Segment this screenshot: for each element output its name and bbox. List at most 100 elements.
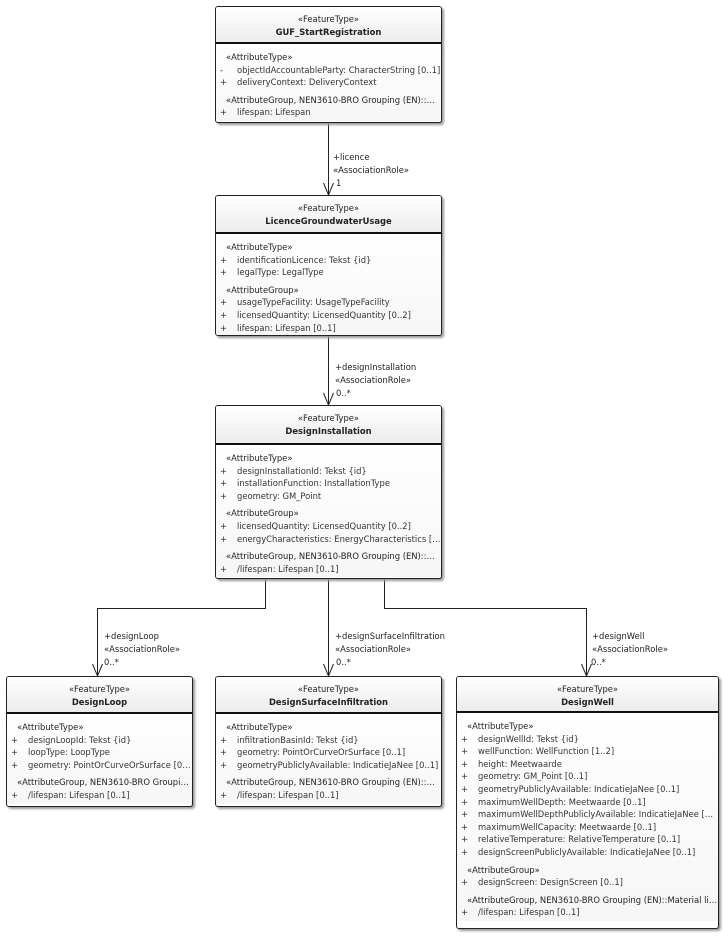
visibility-marker: + <box>220 107 228 118</box>
visibility-marker: + <box>220 465 228 476</box>
section-stereotype: «AttributeGroup» <box>226 284 299 295</box>
class-box[interactable]: «FeatureType» DesignLoop «AttributeType» +d… <box>6 676 193 807</box>
attribute-row[interactable]: +licensedQuantity: LicensedQuantity [0..… <box>216 520 441 533</box>
attribute-row[interactable]: + identificationLicence: Tekst {id} <box>216 254 441 267</box>
class-name: DesignInstallation <box>285 426 372 436</box>
attribute-row[interactable]: +installationFunction: InstallationType <box>216 477 441 490</box>
attribute-row[interactable]: +designWellId: Tekst {id} <box>457 733 718 746</box>
attribute-section: «AttributeType» +designWellId: Tekst {id}… <box>457 720 718 861</box>
attribute-row[interactable]: +usageTypeFacility: UsageTypeFacility <box>216 296 441 309</box>
attribute-text: geometry: GM_Point [0..1] <box>478 771 588 782</box>
attribute-section: «AttributeType»-objectIdAccountableParty… <box>216 51 441 91</box>
attribute-text: designInstallationId: Tekst {id} <box>237 465 367 476</box>
attribute-text: designScreenPubliclyAvailable: Indicatie… <box>478 846 696 857</box>
attribute-row[interactable]: +legalType: LegalType <box>216 266 441 279</box>
class-box[interactable]: «FeatureType»LicenceGroundwaterUsage«Att… <box>215 195 442 336</box>
assoc-multiplicity-label: 0..* <box>104 657 119 667</box>
attribute-row[interactable]: +maximumWellDepth: Meetwaarde [0..1] <box>457 796 718 809</box>
visibility-marker: + <box>461 877 469 888</box>
attribute-row[interactable]: +/lifespan: Lifespan [0..1] <box>457 906 718 919</box>
attribute-row[interactable]: -objectIdAccountableParty: CharacterStri… <box>216 64 441 77</box>
attribute-text: lifespan: Lifespan <box>237 107 311 118</box>
class-attributes: «AttributeType»+identificationLicence: T… <box>216 234 441 335</box>
attribute-row[interactable]: +infiltrationBasinId: Tekst {id} <box>216 734 441 747</box>
section-stereotype: «AttributeType» <box>467 721 534 731</box>
attribute-row[interactable]: +relativeTemperature: RelativeTemperatur… <box>457 833 718 846</box>
attribute-row[interactable]: +geometryPubliclyAvailable: IndicatieJaN… <box>457 783 718 796</box>
attribute-row[interactable]: + loopType: LoopType <box>7 746 192 759</box>
visibility-marker: + <box>461 809 469 820</box>
visibility-marker: + <box>461 746 469 757</box>
attribute-section: «AttributeGroup»+usageTypeFacility: Usag… <box>216 284 441 335</box>
attribute-row[interactable]: +energyCharacteristics: EnergyCharacteri… <box>216 533 441 546</box>
attribute-text: geometry: GM_Point <box>237 490 322 501</box>
attribute-text: /lifespan: Lifespan [0..1] <box>28 789 130 800</box>
attribute-row[interactable]: + /lifespan: Lifespan [0..1] <box>7 789 192 802</box>
attribute-text: loopType: LoopType <box>28 747 110 758</box>
assoc-stereotype-label: «AssociationRole» <box>335 644 411 654</box>
class-box[interactable]: «FeatureType»DesignInstallation«Attribut… <box>215 405 442 579</box>
assoc-role-label: +designWell <box>592 631 645 641</box>
attribute-row[interactable]: +designLoopId: Tekst {id} <box>7 734 192 747</box>
attribute-section: «AttributeType»+identificationLicence: T… <box>216 241 441 281</box>
attribute-row[interactable]: +geometry: PointOrCurveOrSurface [0..1] <box>216 746 441 759</box>
attribute-row[interactable]: + lifespan: Lifespan <box>216 106 441 119</box>
attribute-row[interactable]: + designScreenPubliclyAvailable: Indicati… <box>457 846 718 859</box>
attribute-row[interactable]: + designScreen: DesignScreen [0..1] <box>457 876 718 889</box>
visibility-marker: + <box>461 821 469 832</box>
attribute-row[interactable]: +deliveryContext: DeliveryContext <box>216 76 441 89</box>
attribute-text: height: Meetwaarde <box>478 758 562 769</box>
attribute-row[interactable]: +/lifespan: Lifespan [0..1] <box>216 789 441 802</box>
visibility-marker: + <box>220 759 228 770</box>
attribute-row[interactable]: +wellFunction: WellFunction [1..2] <box>457 745 718 758</box>
class-attributes: «AttributeType» +designWellId: Tekst {id}… <box>457 713 718 921</box>
attribute-row[interactable]: + designInstallationId: Tekst {id} <box>216 465 441 478</box>
class-name: DesignWell <box>561 697 614 707</box>
class-stereotype: «FeatureType» <box>556 684 619 694</box>
class-attributes: «AttributeType» +infiltrationBasinId: Tek… <box>216 714 441 804</box>
class-box[interactable]: «FeatureType»DesignWell«AttributeType»+d… <box>456 676 719 929</box>
attribute-text: licensedQuantity: LicensedQuantity [0..2… <box>237 309 411 320</box>
attribute-row[interactable]: + maximumWellCapacity: Meetwaarde [0..1] <box>457 821 718 834</box>
attribute-text: geometryPubliclyAvailable: IndicatieJaNe… <box>237 759 439 770</box>
assoc-stereotype-label: «AssociationRole» <box>333 165 409 175</box>
attribute-row[interactable]: +lifespan: Lifespan [0..1] <box>216 322 441 335</box>
attribute-text: designScreen: DesignScreen [0..1] <box>478 877 623 888</box>
visibility-marker: + <box>461 846 469 857</box>
association-line-design-loop[interactable] <box>97 579 266 676</box>
visibility-marker: + <box>220 254 228 265</box>
class-name: LicenceGroundwaterUsage <box>265 216 392 226</box>
attribute-section: «AttributeType»+designInstallationId: Te… <box>216 452 441 504</box>
attribute-row[interactable]: + height: Meetwaarde <box>457 758 718 771</box>
section-stereotype: «AttributeGroup, NEN3610-BRO Grouping (E… <box>226 94 441 105</box>
attribute-section: «AttributeGroup, NEN3610-BRO Grouping (E… <box>216 550 441 577</box>
attribute-text: geometry: PointOrCurveOrSurface [0..1] <box>28 759 192 770</box>
visibility-marker: + <box>461 758 469 769</box>
attribute-text: installationFunction: InstallationType <box>237 478 390 489</box>
attribute-row[interactable]: +licensedQuantity: LicensedQuantity [0..… <box>216 309 441 322</box>
attribute-row[interactable]: + geometryPubliclyAvailable: IndicatieJaN… <box>216 759 441 772</box>
attribute-text: maximumWellDepthPubliclyAvailable: Indic… <box>478 809 718 820</box>
visibility-marker: + <box>11 747 19 758</box>
attribute-text: maximumWellCapacity: Meetwaarde [0..1] <box>478 821 657 832</box>
attribute-row[interactable]: +geometry: GM_Point <box>216 490 441 503</box>
class-box[interactable]: «FeatureType»DesignSurfaceInfiltration«A… <box>215 676 442 807</box>
visibility-marker: + <box>461 733 469 744</box>
association-line-design-well[interactable] <box>384 579 587 676</box>
attribute-text: geometry: PointOrCurveOrSurface [0..1] <box>237 747 406 758</box>
attribute-row[interactable]: +geometry: GM_Point [0..1] <box>457 770 718 783</box>
attribute-section: «AttributeType» +designLoopId: Tekst {id}… <box>7 721 192 773</box>
section-stereotype: «AttributeType» <box>226 722 293 732</box>
section-stereotype: «AttributeType» <box>17 722 84 732</box>
attribute-row[interactable]: +/lifespan: Lifespan [0..1] <box>216 563 441 576</box>
visibility-marker: + <box>11 789 19 800</box>
assoc-multiplicity-label: 0..* <box>336 388 351 398</box>
attribute-row[interactable]: + maximumWellDepthPubliclyAvailable: Indi… <box>457 808 718 821</box>
class-name: DesignLoop <box>71 697 128 707</box>
attribute-row[interactable]: +geometry: PointOrCurveOrSurface [0..1] <box>7 759 192 772</box>
section-stereotype: «AttributeGroup» <box>467 864 540 875</box>
class-stereotype: «FeatureType» <box>68 684 131 694</box>
visibility-marker: + <box>220 734 228 745</box>
attribute-text: identificationLicence: Tekst {id} <box>237 254 372 265</box>
class-box[interactable]: «FeatureType»GUF_StartRegistration«Attri… <box>215 6 442 123</box>
